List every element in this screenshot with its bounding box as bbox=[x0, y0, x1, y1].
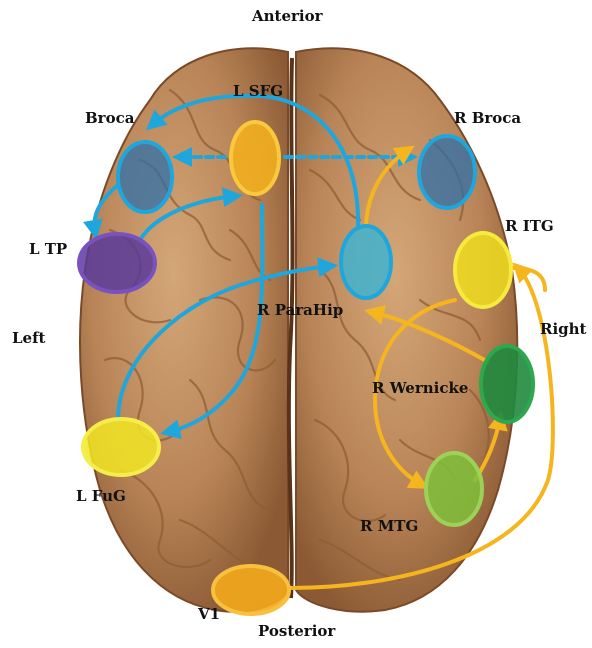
r-broca-node bbox=[419, 136, 475, 208]
label-anterior: Anterior bbox=[252, 9, 323, 24]
label-r-parahip: R ParaHip bbox=[257, 303, 343, 318]
label-broca: Broca bbox=[85, 111, 134, 126]
label-posterior: Posterior bbox=[258, 624, 335, 639]
label-left: Left bbox=[12, 331, 45, 346]
r-wernicke-node bbox=[481, 346, 533, 422]
l-fug-node bbox=[83, 419, 159, 475]
label-r-mtg: R MTG bbox=[360, 519, 418, 534]
l-tp-node bbox=[79, 234, 155, 292]
longitudinal-fissure bbox=[289, 58, 293, 598]
label-r-broca: R Broca bbox=[454, 111, 521, 126]
r-parahip-node bbox=[341, 226, 391, 298]
broca-node bbox=[118, 142, 172, 212]
label-l-sfg: L SFG bbox=[233, 84, 283, 99]
label-v1: V1 bbox=[198, 607, 220, 622]
label-l-fug: L FuG bbox=[76, 489, 126, 504]
label-right: Right bbox=[540, 322, 587, 337]
r-mtg-node bbox=[426, 453, 482, 525]
label-r-itg: R ITG bbox=[505, 219, 554, 234]
l-sfg-node bbox=[231, 122, 279, 194]
label-r-wernicke: R Wernicke bbox=[372, 381, 468, 396]
label-l-tp: L TP bbox=[29, 242, 67, 257]
r-itg-node bbox=[455, 233, 511, 307]
brain-image bbox=[80, 48, 517, 611]
v1-node bbox=[213, 566, 289, 614]
